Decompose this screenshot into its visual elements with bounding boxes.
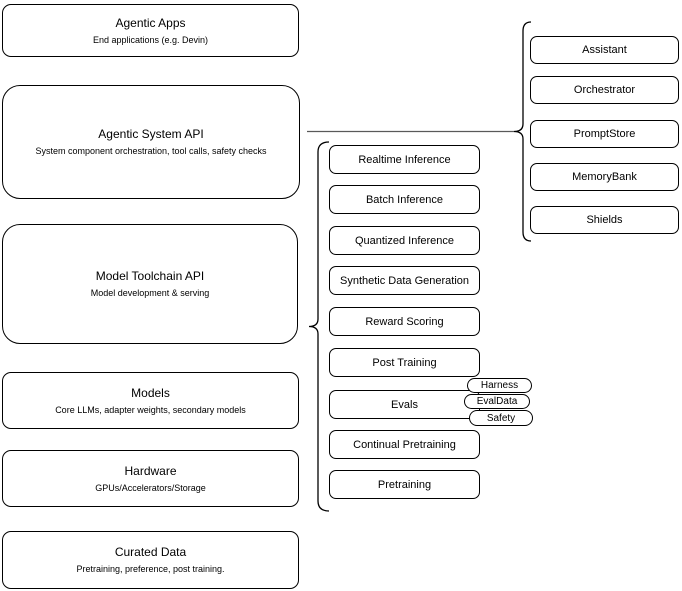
box-subtitle: Pretraining, preference, post training. xyxy=(76,564,225,575)
box-subtitle: End applications (e.g. Devin) xyxy=(92,34,209,45)
toolchain-curly-bracket xyxy=(308,141,330,512)
toolchain-item-label: Evals xyxy=(391,398,418,411)
box-curated-data: Curated Data Pretraining, preference, po… xyxy=(2,531,299,589)
system-item-label: PromptStore xyxy=(573,128,636,140)
system-item-assistant: Assistant xyxy=(530,36,679,64)
toolchain-item-label: Quantized Inference xyxy=(354,234,455,247)
toolchain-item-quantized-inference: Quantized Inference xyxy=(329,226,480,255)
evals-tag-label: EvalData xyxy=(476,396,518,407)
system-item-promptstore: PromptStore xyxy=(530,120,679,148)
toolchain-item-label: Post Training xyxy=(372,356,437,369)
box-subtitle: Model development & serving xyxy=(90,288,210,299)
toolchain-item-evals: Evals xyxy=(329,390,480,419)
box-subtitle: GPUs/Accelerators/Storage xyxy=(95,482,206,493)
evals-tag-label: Harness xyxy=(480,380,519,391)
evals-tag-evaldata: EvalData xyxy=(464,394,530,409)
toolchain-item-reward-scoring: Reward Scoring xyxy=(329,307,480,336)
toolchain-item-label: Continual Pretraining xyxy=(353,438,456,451)
toolchain-item-label: Realtime Inference xyxy=(358,153,451,166)
system-item-label: Orchestrator xyxy=(573,84,636,96)
box-model-toolchain-api: Model Toolchain API Model development & … xyxy=(2,224,298,344)
evals-tag-safety: Safety xyxy=(469,410,533,426)
system-item-label: Assistant xyxy=(582,44,627,56)
system-item-label: Shields xyxy=(586,214,623,226)
system-item-orchestrator: Orchestrator xyxy=(530,76,679,104)
box-subtitle: System component orchestration, tool cal… xyxy=(35,146,267,157)
system-item-memorybank: MemoryBank xyxy=(530,163,679,191)
system-curly-bracket xyxy=(513,21,532,242)
toolchain-item-pretraining: Pretraining xyxy=(329,470,480,499)
box-models: Models Core LLMs, adapter weights, secon… xyxy=(2,372,299,429)
toolchain-item-label: Pretraining xyxy=(377,478,432,491)
toolchain-item-label: Synthetic Data Generation xyxy=(339,274,470,287)
system-item-label: MemoryBank xyxy=(572,171,637,183)
box-title: Models xyxy=(131,385,170,400)
toolchain-item-label: Reward Scoring xyxy=(365,315,444,328)
box-title: Agentic Apps xyxy=(115,15,186,30)
box-hardware: Hardware GPUs/Accelerators/Storage xyxy=(2,450,299,507)
system-item-shields: Shields xyxy=(530,206,679,234)
box-title: Hardware xyxy=(124,463,177,478)
box-agentic-apps: Agentic Apps End applications (e.g. Devi… xyxy=(2,4,299,57)
evals-tag-label: Safety xyxy=(486,412,516,424)
toolchain-item-batch-inference: Batch Inference xyxy=(329,185,480,214)
box-subtitle: Core LLMs, adapter weights, secondary mo… xyxy=(55,404,246,415)
toolchain-item-continual-pretraining: Continual Pretraining xyxy=(329,430,480,459)
toolchain-item-post-training: Post Training xyxy=(329,348,480,377)
box-title: Agentic System API xyxy=(98,127,204,142)
box-title: Curated Data xyxy=(114,545,187,560)
box-agentic-system-api: Agentic System API System component orch… xyxy=(2,85,300,199)
evals-tag-harness: Harness xyxy=(467,378,532,393)
box-title: Model Toolchain API xyxy=(95,269,205,284)
toolchain-item-realtime-inference: Realtime Inference xyxy=(329,145,480,174)
toolchain-item-label: Batch Inference xyxy=(365,193,444,206)
toolchain-item-synthetic-data-generation: Synthetic Data Generation xyxy=(329,266,480,295)
